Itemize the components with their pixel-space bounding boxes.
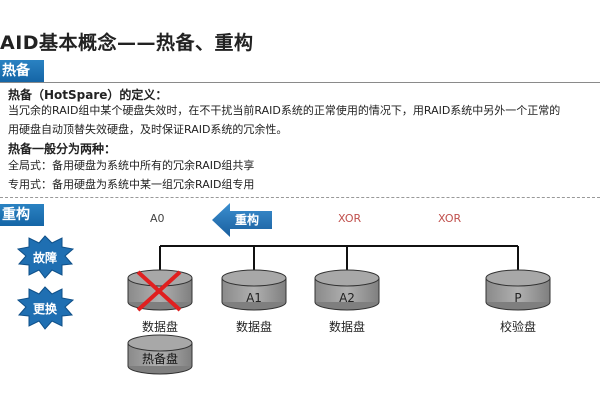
disk-1-caption: 数据盘 [141,320,178,334]
types-heading: 热备一般分为两种： [8,142,117,156]
rebuild-arrow-icon [212,203,272,237]
disk-parity [485,269,551,311]
disk-a1 [221,269,287,311]
disk-a1-name: A1 [246,291,262,305]
disk-parity-name: P [514,291,522,305]
rebuild-arrow-label: 重构 [235,213,260,227]
replace-starburst-icon [16,286,75,330]
disk-a2 [314,269,380,311]
disk-2-caption: 数据盘 [235,320,272,334]
column-label-xor-1: XOR [338,212,362,225]
type-dedicated: 专用式：备用硬盘为系统中某一组冗余RAID组专用 [8,178,255,191]
column-label-a0: A0 [150,212,165,225]
section-tab-hotspare: 热备 [0,60,44,82]
disk-a2-name: A2 [339,291,355,305]
definition-line-2: 用硬盘自动顶替失效硬盘，及时保证RAID系统的冗余性。 [8,123,288,136]
type-global: 全局式：备用硬盘为系统中所有的冗余RAID组共享 [8,159,255,172]
definition-heading: 热备（HotSpare）的定义： [8,88,168,102]
fault-starburst-icon [16,235,75,279]
replace-label: 更换 [33,302,58,316]
column-label-xor-2: XOR [438,212,462,225]
section-divider [0,82,600,83]
disk-3-caption: 数据盘 [328,320,365,334]
page-title: AID基本概念——热备、重构 [0,32,254,54]
disk-4-caption: 校验盘 [499,320,536,334]
hotspare-disk-name: 热备盘 [141,352,178,366]
disk-failed [127,269,193,312]
fault-label: 故障 [33,251,58,265]
definition-line-1: 当冗余的RAID组中某个硬盘失效时，在不干扰当前RAID系统的正常使用的情况下，… [8,104,561,117]
section-divider-dashed [0,197,600,198]
section-tab-rebuild: 重构 [0,204,44,226]
disk-hotspare [127,334,193,375]
